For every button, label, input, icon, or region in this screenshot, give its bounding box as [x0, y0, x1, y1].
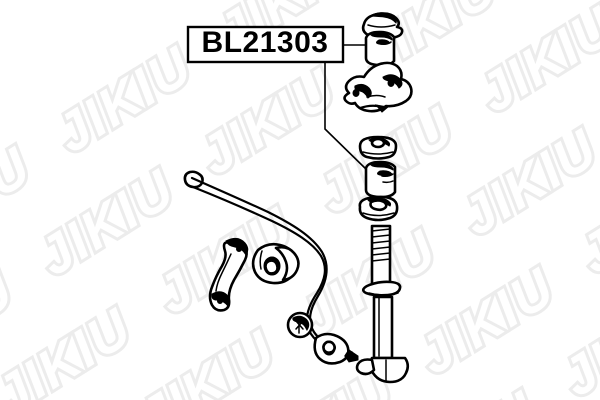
clamp-top-boss	[225, 237, 249, 256]
stabilizer-bar-nut	[286, 311, 314, 339]
top-nut-flange-edge	[367, 24, 396, 28]
lower-bushing-top-shade	[370, 162, 394, 171]
ball-joint-shoulder	[355, 358, 376, 376]
bar-nut-shade	[292, 315, 310, 332]
watermark-text: JIKIU	[129, 319, 286, 400]
upper-washer-hole	[370, 137, 386, 149]
clamp-inner-edge	[215, 253, 232, 292]
stabilizer-bar-rubber-bushing	[251, 242, 300, 285]
lower-cup-washer	[358, 195, 399, 222]
part-number-label-text: BL21303	[202, 26, 329, 59]
bar-bushing-slit	[259, 250, 263, 270]
leader-lines-group	[324, 44, 370, 173]
bracket-rib-upper	[366, 94, 386, 98]
bar-bushing-flange	[274, 245, 300, 282]
bar-bushing-inner-bore	[264, 259, 279, 275]
upper-cup-washer	[358, 135, 398, 160]
rod-lower-shaft	[372, 295, 394, 360]
part-number-label[interactable]: BL21303	[186, 25, 345, 64]
rod-collar-rim	[368, 292, 399, 296]
bar-contour-top	[190, 176, 337, 350]
stabilizer-link-rod	[361, 224, 402, 360]
watermark-text: JIKIU	[451, 118, 600, 247]
clamp-bolt-hole-top	[236, 246, 242, 252]
bracket-hole-right	[387, 79, 395, 87]
bracket-hole-left	[352, 89, 360, 97]
top-nut-crown	[368, 12, 397, 24]
clamp-bolt-hole-bottom	[217, 298, 223, 304]
watermark-text: JIKIU	[552, 279, 600, 400]
lower-washer-hole	[369, 199, 388, 212]
lower-bushing-body	[364, 160, 397, 199]
leader-to-lower-bushing	[324, 62, 370, 173]
bar-nut-threads	[295, 316, 304, 334]
upper-washer-rim	[362, 151, 394, 155]
watermark-text: JIKIU	[0, 297, 143, 400]
bar-contour-bottom	[191, 185, 338, 355]
lower-bushing-detail	[381, 173, 394, 184]
watermark-text: JIKIU	[391, 380, 548, 400]
watermark-text: JIKIU	[46, 35, 203, 164]
upper-bushing-top-shade	[370, 32, 393, 41]
bar-eyelet-bore	[322, 340, 336, 354]
stabilizer-bar	[183, 170, 350, 365]
bracket-arrow-detail	[374, 104, 390, 113]
lower-rubber-bushing	[364, 160, 397, 199]
grease-nipple	[344, 349, 359, 363]
stabilizer-bar-mounting-clamp	[208, 237, 249, 312]
link-ball-joint-end	[344, 349, 410, 384]
lower-washer-rim	[362, 212, 395, 217]
upper-bushing-detail	[380, 41, 392, 45]
part-number-label-box	[186, 25, 345, 64]
upper-rubber-bushing	[364, 30, 396, 67]
rod-thread-lines	[371, 228, 391, 262]
stabilizer-link-support-bracket	[343, 61, 413, 113]
grease-nipple-threads	[344, 349, 353, 358]
